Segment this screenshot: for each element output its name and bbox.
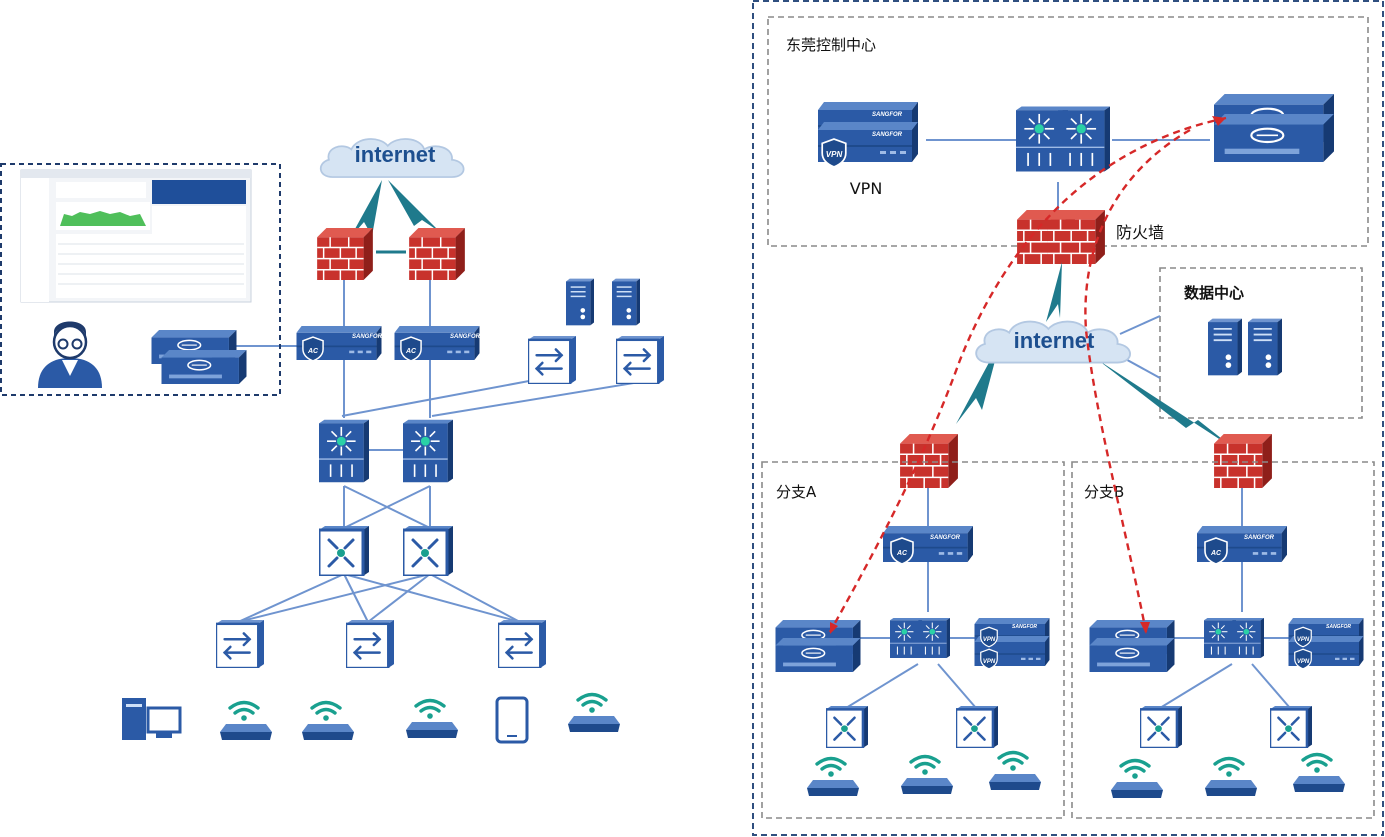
svg-text:VPN: VPN [983,659,996,665]
control-center-device-icon [1212,114,1336,162]
ac-device-left-1: SANGFOR AC [296,326,383,362]
svg-text:VPN: VPN [983,637,996,643]
vpn-gateway: SANGFOR SANGFOR VPN [816,102,920,168]
ac-device-left-2: SANGFOR AC [394,326,481,362]
right-multi-site-network: 东莞控制中心 SANGFOR SANGFOR VPN VPN 防火墙 数据中心 [752,0,1384,836]
svg-text:SANGFOR: SANGFOR [450,334,481,340]
data-center-title: 数据中心 [1184,284,1244,302]
branch-a-ac-device: SANGFOR AC [882,526,974,565]
management-panel-border [0,163,281,396]
svg-text:AC: AC [1210,550,1222,557]
access-switch-icon [498,620,546,668]
firewall-icon [1214,434,1272,488]
internet-cloud-right: internet [975,320,1132,364]
server-icon [1248,318,1282,376]
internet-label: internet [1014,328,1095,353]
core-switch-icon [1058,105,1110,173]
server-icon [612,278,640,326]
left-campus-network: internet SANGFOR AC SANGFOR AC [0,138,664,744]
desktop-pc-icon [122,698,182,740]
branch-b-device-icon [1089,638,1175,672]
core-switch-icon [319,418,369,484]
internet-cloud-left: internet [319,138,465,179]
svg-text:VPN: VPN [1297,637,1310,643]
svg-text:SANGFOR: SANGFOR [1244,535,1275,541]
firewall-icon [317,228,373,280]
core-switch-icon [1204,617,1236,659]
core-switch-icon [918,617,950,659]
svg-text:AC: AC [896,550,908,557]
svg-text:AC: AC [405,348,417,355]
branch-a-region [761,461,1065,819]
server-icon [1208,318,1242,376]
left-links [232,250,641,623]
server-icon [566,278,594,326]
branch-b-vpn-device: SANGFOR VPN VPN [1288,618,1364,670]
svg-text:SANGFOR: SANGFOR [1326,624,1351,630]
svg-text:SANGFOR: SANGFOR [872,132,903,138]
vpn-label: VPN [850,179,883,198]
aggregation-switch-icon [956,706,998,748]
branch-a-vpn-device: SANGFOR VPN VPN [974,618,1050,670]
data-center-region [1159,267,1363,419]
core-switch-icon [403,418,453,484]
tunnel-arrowhead-icon [1140,622,1150,634]
wireless-ap-icon [1203,756,1258,798]
server-switch-icon [528,336,576,384]
branch-a-device-icon [775,638,861,672]
access-switch-icon [216,620,264,668]
branch-a-title: 分支A [776,483,817,501]
svg-text:VPN: VPN [1297,659,1310,665]
wireless-ap-icon [566,692,620,734]
control-center-region [767,16,1369,247]
wireless-ap-icon [300,700,354,742]
wireless-ap-icon [1291,752,1346,794]
firewall-icon [1046,210,1106,264]
vpn-tunnel-lines [828,116,1227,633]
aggregation-switch-icon [319,526,369,576]
tunnel-arrowhead-icon [1212,116,1226,126]
svg-text:VPN: VPN [826,150,843,159]
lightning-icon [350,180,440,238]
wireless-ap-icon [987,750,1042,792]
branch-b-region [1071,461,1375,819]
internet-label: internet [355,142,436,167]
core-switch-icon [890,617,922,659]
svg-text:SANGFOR: SANGFOR [930,535,961,541]
wireless-ap-icon [218,700,272,742]
aggregation-switch-icon [1140,706,1182,748]
branch-b-links [1159,488,1291,709]
core-switch-icon [1232,617,1264,659]
outer-dashed-border [752,0,1384,836]
control-center-title: 东莞控制中心 [786,36,876,54]
tunnel-arrowhead-icon [830,622,838,634]
mobile-phone-icon [495,696,529,744]
management-device-icon [160,350,248,384]
svg-text:SANGFOR: SANGFOR [352,334,383,340]
wireless-ap-icon [404,698,458,740]
aggregation-switch-icon [403,526,453,576]
aggregation-switch-icon [826,706,868,748]
firewall-label: 防火墙 [1116,223,1164,242]
wireless-ap-icon [805,756,860,798]
access-switch-icon [346,620,394,668]
dashboard-screenshot-thumbnail [20,169,252,303]
server-switch-icon [616,336,664,384]
branch-a-links [845,488,977,709]
firewall-icon [409,228,465,280]
aggregation-switch-icon [1270,706,1312,748]
branch-b-ac-device: SANGFOR AC [1196,526,1288,565]
svg-text:SANGFOR: SANGFOR [872,112,903,118]
svg-text:AC: AC [307,348,319,355]
administrator-avatar-icon [38,321,102,388]
wireless-ap-icon [899,754,954,796]
wireless-ap-icon [1109,758,1164,800]
svg-text:SANGFOR: SANGFOR [1012,624,1037,630]
